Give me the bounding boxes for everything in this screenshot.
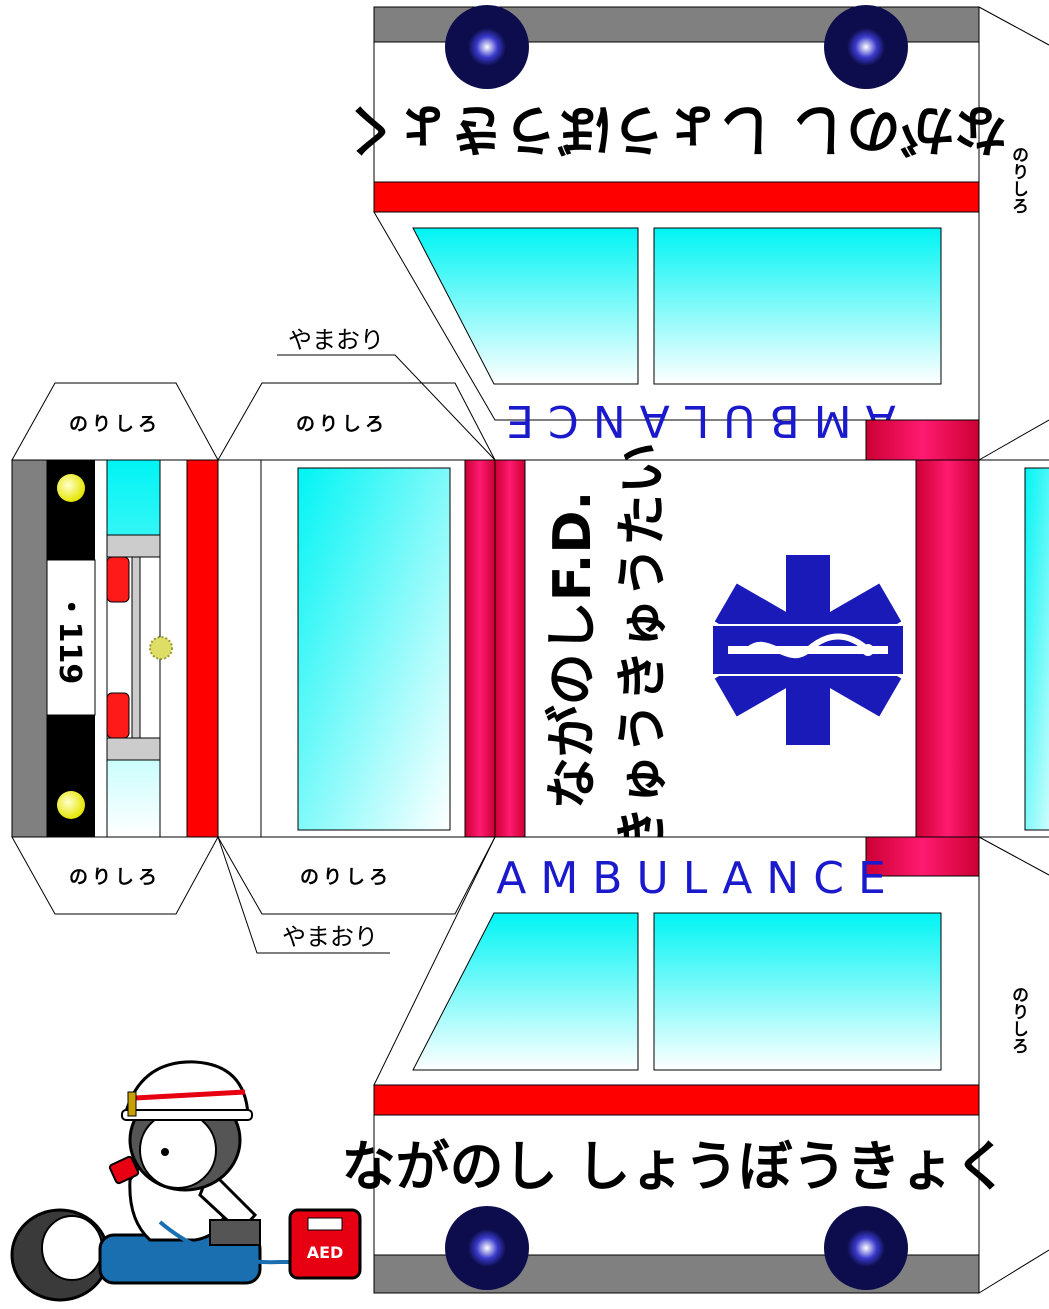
rear-window: [297, 467, 451, 831]
bottom-side-panel: AMBULANCE ながのし しょうぼうきょく のりしろ: [342, 836, 1049, 1294]
roof-line2: きゅうきゅうたい: [613, 442, 673, 858]
svg-text:やまおり: やまおり: [288, 326, 384, 354]
top-side-panel: ながのし しょうぼうきょく AMBULANCE のりしろ: [342, 5, 1049, 461]
glue-tab-label: のりしろ: [69, 413, 161, 435]
beacon-light: [106, 556, 130, 603]
tire-icon: [445, 5, 529, 89]
front-panel: ・119 のりしろ のりしろ: [11, 382, 219, 915]
star-of-life-icon: [711, 555, 905, 745]
tire-icon: [445, 1206, 529, 1290]
glue-tab-top-rear: [217, 382, 496, 461]
glue-tab-label: のりしろ: [69, 866, 161, 888]
side-tab-label-bottom: のりしろ: [1008, 986, 1028, 1054]
glue-tab-bottom-front: [11, 836, 219, 915]
top-red-stripe: [373, 181, 980, 213]
right-partial-panel: [978, 459, 1049, 838]
beacon-bottom: [865, 836, 980, 877]
fold-label-bottom: やまおり: [217, 836, 390, 954]
paramedic-illustration: AED: [10, 1060, 362, 1302]
front-plate: ・119: [52, 592, 87, 685]
glue-tab-bottom-rear: [217, 836, 496, 915]
side-tab-label-top: のりしろ: [1008, 146, 1028, 214]
rear-panel: のりしろ のりしろ: [217, 382, 496, 915]
headlight-icon: [57, 474, 85, 502]
ambulance-text: AMBULANCE: [496, 853, 900, 904]
side-text-top: ながのし しょうぼうきょく: [342, 98, 1009, 161]
glue-tab-label: のりしろ: [300, 866, 392, 888]
bottom-red-stripe: [373, 1084, 980, 1116]
roof-line1: ながのしF.D.: [543, 491, 603, 810]
tire-icon: [824, 1206, 908, 1290]
glue-tab-top-front: [11, 382, 219, 461]
fold-label-top: やまおり: [277, 326, 496, 461]
side-text-bottom: ながのし しょうぼうきょく: [342, 1135, 1009, 1198]
beacon-top: [865, 419, 980, 461]
beacon-light: [106, 692, 130, 739]
tire-icon: [824, 5, 908, 89]
aed-label: AED: [307, 1243, 344, 1262]
ambulance-text-mirrored: AMBULANCE: [492, 395, 896, 446]
roof-rear-stripe: [494, 459, 526, 838]
helmet-icon: [123, 1060, 250, 1117]
top-side-window-rear: [653, 227, 942, 385]
top-side-window-front: [412, 227, 639, 385]
svg-text:やまおり: やまおり: [282, 923, 378, 951]
bottom-side-window-rear: [653, 912, 942, 1071]
glue-tab-label: のりしろ: [296, 413, 388, 435]
roof-light-bar: [915, 459, 980, 838]
roof-panel: ながのしF.D. きゅうきゅうたい: [494, 442, 980, 858]
headlight-icon: [57, 791, 85, 819]
bottom-side-window-front: [412, 912, 639, 1071]
emblem-icon: [149, 636, 173, 660]
